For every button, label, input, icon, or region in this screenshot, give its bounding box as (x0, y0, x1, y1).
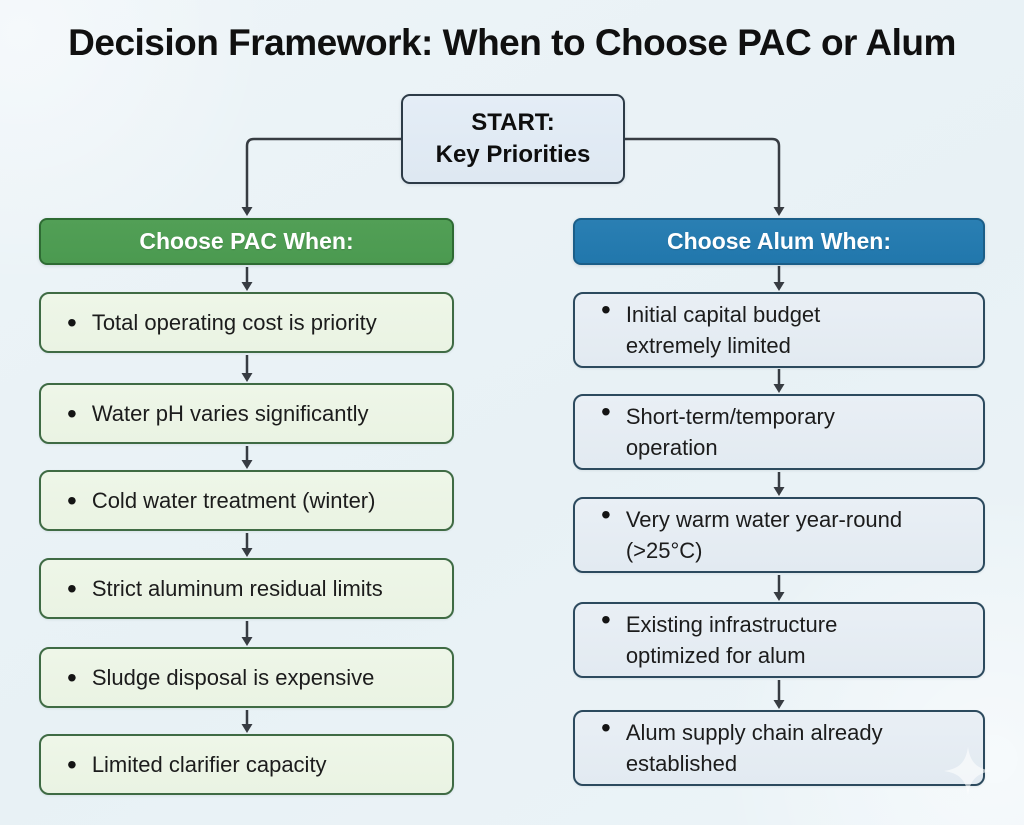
connector-start-to-alum (625, 137, 785, 216)
pac-item-text: Total operating cost is priority (91, 310, 377, 335)
pac-branch-header: Choose PAC When: (39, 218, 454, 265)
page-title: Decision Framework: When to Choose PAC o… (68, 22, 956, 63)
alum-item-4: • Alum supply chain already established (573, 710, 985, 786)
connector-start-to-pac (241, 137, 401, 216)
alum-item-text: Short-term/temporary operation (625, 404, 835, 460)
alum-branch-header: Choose Alum When: (573, 218, 985, 265)
alum-item-text: Initial capital budget extremely limited (625, 302, 821, 358)
start-node-line1: START: (471, 109, 555, 137)
bullet-icon: • (67, 748, 77, 780)
start-node-line2: Key Priorities (435, 141, 591, 168)
pac-item-text: Sludge disposal is expensive (91, 665, 375, 690)
bullet-icon: • (601, 499, 611, 530)
alum-item-1: • Short-term/temporary operation (573, 394, 985, 470)
pac-item-text: Strict aluminum residual limits (91, 576, 383, 601)
bullet-icon: • (601, 396, 611, 427)
pac-item-5: • Limited clarifier capacity (39, 734, 454, 795)
bullet-icon: • (67, 484, 77, 516)
pac-item-text: Water pH varies significantly (91, 401, 369, 426)
pac-item-text: Cold water treatment (winter) (91, 488, 376, 513)
alum-item-2: • Very warm water year-round (>25°C) (573, 497, 985, 573)
alum-item-text: Very warm water year-round (>25°C) (625, 507, 903, 563)
alum-item-3: • Existing infrastructure optimized for … (573, 602, 985, 678)
pac-item-2: • Cold water treatment (winter) (39, 470, 454, 531)
bullet-icon: • (601, 294, 611, 325)
pac-item-0: • Total operating cost is priority (39, 292, 454, 353)
alum-item-text: Existing infrastructure optimized for al… (625, 612, 838, 668)
bullet-icon: • (67, 572, 77, 604)
bullet-icon: • (601, 712, 611, 743)
pac-item-4: • Sludge disposal is expensive (39, 647, 454, 708)
pac-item-text: Limited clarifier capacity (91, 752, 327, 777)
bullet-icon: • (67, 661, 77, 693)
alum-item-text: Alum supply chain already established (625, 720, 883, 776)
start-node: START: Key Priorities (401, 94, 625, 184)
alum-item-0: • Initial capital budget extremely limit… (573, 292, 985, 368)
pac-item-3: • Strict aluminum residual limits (39, 558, 454, 619)
pac-item-1: • Water pH varies significantly (39, 383, 454, 444)
bullet-icon: • (67, 397, 77, 429)
bullet-icon: • (67, 306, 77, 338)
bullet-icon: • (601, 604, 611, 635)
sparkle-watermark-icon (944, 747, 992, 795)
